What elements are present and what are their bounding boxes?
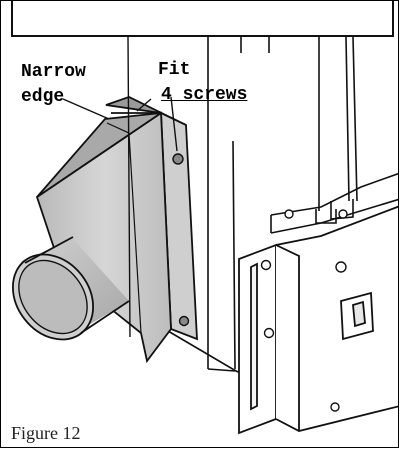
label-screws: 4 screws — [161, 85, 248, 105]
bracket-screws — [260, 209, 348, 412]
label-narrow: Narrow — [21, 62, 86, 82]
adapter-body — [35, 111, 172, 364]
adapter-plate-screws — [172, 153, 190, 327]
label-edge: edge — [21, 87, 65, 107]
label-fit: Fit — [158, 60, 191, 80]
figure-caption: Figure 12 — [11, 423, 81, 443]
round-spigot — [12, 236, 130, 341]
mounting-bracket — [238, 205, 398, 435]
leader-lines — [62, 36, 178, 338]
text-box-top — [11, 1, 394, 37]
